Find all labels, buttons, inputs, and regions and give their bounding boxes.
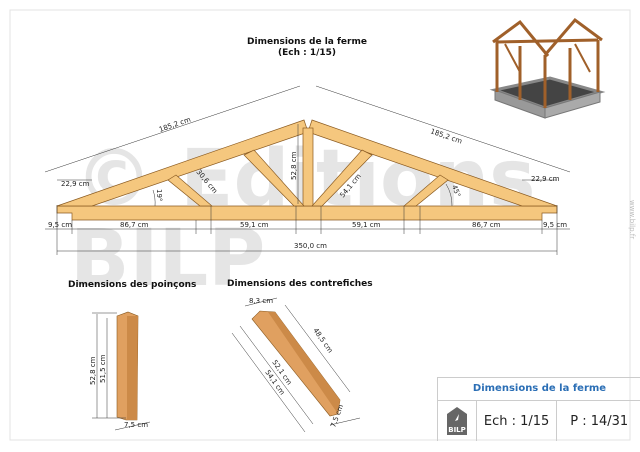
segment-dim: 86,7 cm [120,221,149,229]
right-short-strut [403,174,449,207]
segment-dim: 9,5 cm [48,221,72,229]
svg-text:BILP: BILP [70,214,265,304]
post-height-dim: 52,8 cm [290,151,298,180]
page-title: Dimensions de la ferme [247,37,367,47]
svg-text:7,5 cm: 7,5 cm [124,421,148,429]
bottom-chord [56,205,558,221]
post-title: Dimensions des poinçons [68,280,196,290]
right-long-strut [311,149,373,207]
frame-border [9,9,631,441]
truss [56,119,558,221]
svg-text:52,8 cm: 52,8 cm [89,356,97,385]
title-block-scale: Ech : 1/15 [477,401,558,441]
svg-text:48,5 cm: 48,5 cm [311,327,334,355]
segment-dim: 9,5 cm [543,221,567,229]
segment-dim: 59,1 cm [352,221,381,229]
dimension-lines [44,85,571,255]
rafter-left-dim: 185,2 cm [158,116,192,134]
brace-detail: Dimensions des contrefiches 8,3 cm 48,5 … [227,279,373,433]
overhang-left-dim: 22,9 cm [61,180,90,188]
angle-right: 45° [450,184,462,198]
page-scale: (Ech : 1/15) [278,48,336,58]
king-post [302,127,314,207]
overhang-right-dim: 22,9 cm [531,175,560,183]
title-block-page: P : 14/31 [570,413,629,429]
title-block: Dimensions de la ferme BILP Ech : 1/15 P… [437,377,640,441]
house-illustration [489,17,606,119]
svg-text:51,5 cm: 51,5 cm [99,354,107,383]
total-span-dim: 350,0 cm [294,242,327,250]
bilp-logo: BILP [438,401,477,441]
svg-text:8,3 cm: 8,3 cm [249,297,273,305]
title-block-title: Dimensions de la ferme [438,378,640,401]
segment-dim: 86,7 cm [472,221,501,229]
angle-left: 19° [155,189,163,201]
left-long-strut [243,149,305,207]
segment-dim: 59,1 cm [240,221,269,229]
brace-title: Dimensions des contrefiches [227,279,373,289]
website-text: www.bilp.fr [628,200,636,240]
svg-text:BILP: BILP [448,426,466,434]
left-short-strut [167,174,213,207]
post-detail: Dimensions des poinçons 52,8 cm 51,5 cm … [68,280,196,431]
